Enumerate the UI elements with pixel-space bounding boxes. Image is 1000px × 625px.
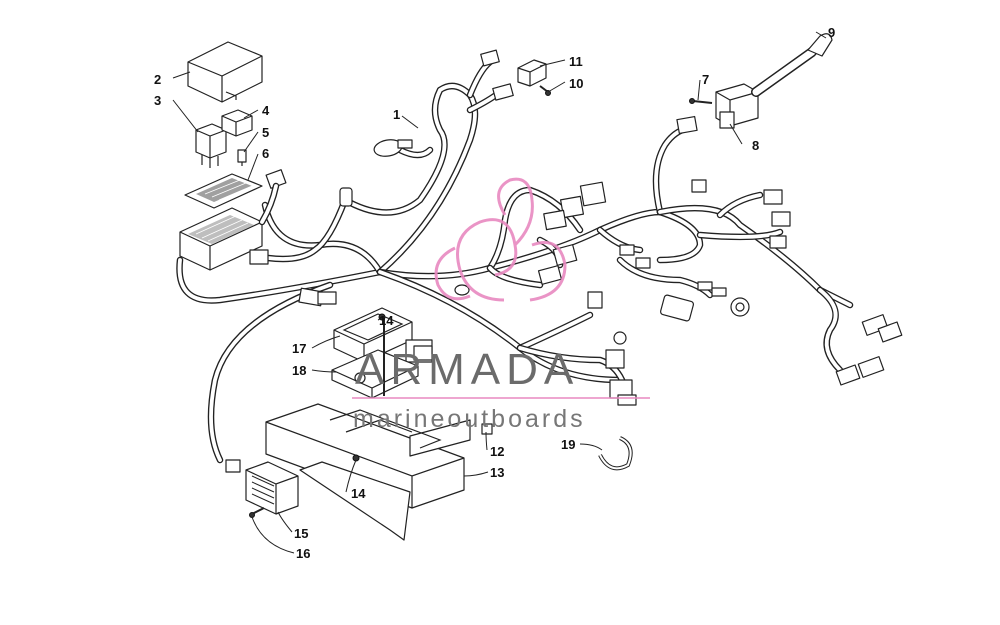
sensor bbox=[517, 59, 547, 87]
callout-16: 16 bbox=[296, 546, 310, 561]
fuse bbox=[237, 149, 247, 166]
callout-5: 5 bbox=[262, 125, 269, 140]
ignition-coil bbox=[715, 33, 833, 129]
callout-3: 3 bbox=[154, 93, 161, 108]
coil-screw bbox=[689, 98, 713, 104]
callout-8: 8 bbox=[752, 138, 759, 153]
callout-17: 17 bbox=[292, 341, 306, 356]
callout-6: 6 bbox=[262, 146, 269, 161]
callout-14-lower: 14 bbox=[351, 486, 366, 501]
fuse-box bbox=[179, 169, 287, 271]
callout-4: 4 bbox=[262, 103, 270, 118]
watermark-tagline: marineoutboards bbox=[353, 405, 586, 433]
callout-14-upper: 14 bbox=[379, 313, 394, 328]
mini-relay bbox=[221, 109, 253, 137]
regulator-screw bbox=[249, 507, 265, 518]
callout-9: 9 bbox=[828, 25, 835, 40]
sensor-screw bbox=[539, 85, 551, 96]
callouts: 1 2 3 4 5 6 7 8 9 10 11 12 13 14 14 15 1… bbox=[154, 25, 835, 561]
callout-19: 19 bbox=[561, 437, 575, 452]
callout-15: 15 bbox=[294, 526, 308, 541]
callout-1: 1 bbox=[393, 107, 400, 122]
callout-7: 7 bbox=[702, 72, 709, 87]
fuse-label-sticker bbox=[184, 173, 263, 209]
mounting-tray bbox=[265, 403, 471, 541]
callout-11: 11 bbox=[569, 54, 583, 69]
relay bbox=[195, 123, 227, 168]
callout-18: 18 bbox=[292, 363, 306, 378]
watermark-logo-icon bbox=[434, 177, 567, 302]
callout-2: 2 bbox=[154, 72, 161, 87]
wiring-harness bbox=[176, 58, 854, 464]
ecu-module bbox=[333, 307, 433, 363]
watermark: ARMADA marineoutboards bbox=[352, 177, 650, 433]
cable-strap bbox=[598, 436, 633, 471]
callout-10: 10 bbox=[569, 76, 583, 91]
relay-cover bbox=[187, 41, 263, 103]
callout-13: 13 bbox=[490, 465, 504, 480]
watermark-brand: ARMADA bbox=[355, 345, 579, 394]
clip bbox=[481, 423, 493, 435]
leader-lines bbox=[172, 31, 827, 554]
callout-12: 12 bbox=[490, 444, 504, 459]
voltage-regulator bbox=[245, 461, 299, 515]
ecu-bracket bbox=[331, 318, 419, 399]
harness-connectors bbox=[225, 49, 903, 473]
